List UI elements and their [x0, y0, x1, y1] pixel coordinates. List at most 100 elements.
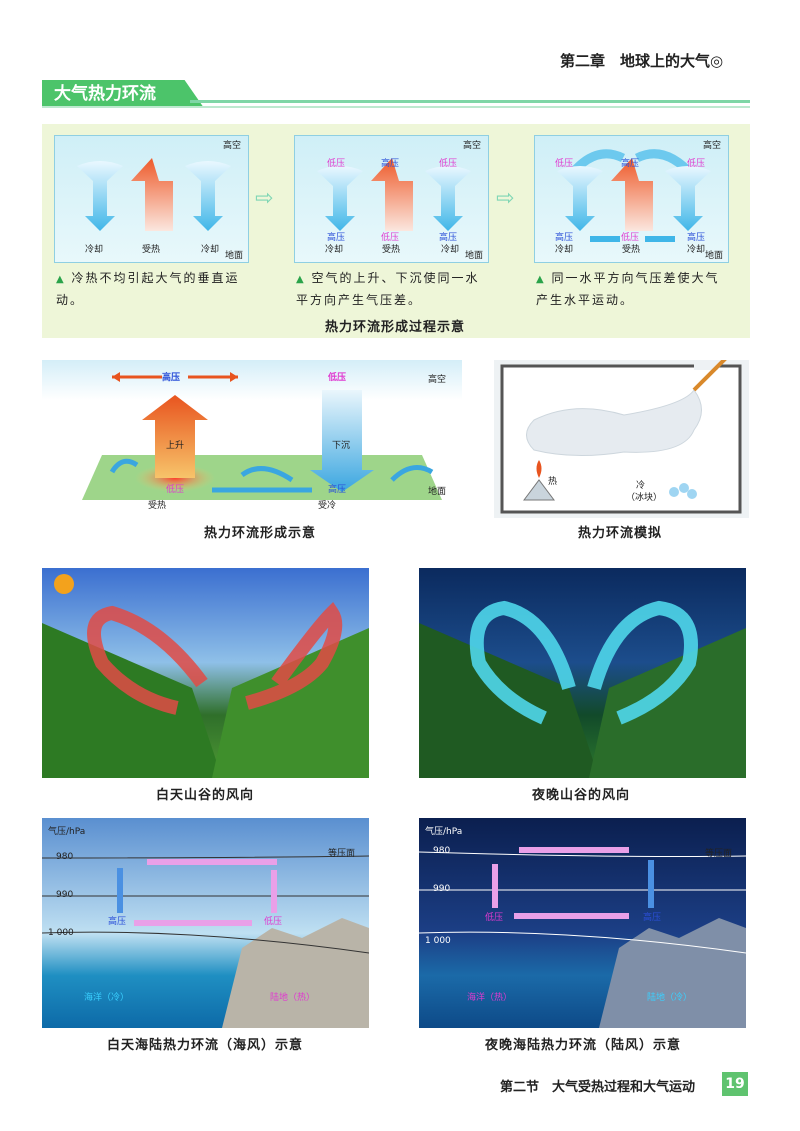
step3-caption: ▲ 同一水平方向气压差使大气产生水平运动。	[536, 268, 728, 310]
simulation-caption: 热力环流模拟	[577, 526, 662, 541]
valley-day-caption: 白天山谷的风向	[155, 788, 254, 803]
step1-label-left: 冷却	[85, 245, 104, 255]
step3-upper-mid: 高压	[621, 159, 640, 169]
sea-night-isobar: 等压面	[705, 849, 733, 859]
step1-diagram: 高空 冷却 受热 冷却 地面	[54, 135, 249, 263]
step2-label-mid: 受热	[382, 245, 401, 255]
step1-label-mid: 受热	[142, 245, 161, 255]
step2-lower-right: 高压	[439, 233, 458, 243]
low-pressure-top: 低压	[328, 373, 347, 383]
page-number: 19	[722, 1072, 748, 1096]
rise-label: 上升	[166, 441, 185, 451]
simulation-diagram: 热 冷 （冰块）	[494, 352, 749, 518]
valley-night-graphic	[419, 576, 746, 778]
circulation-3d-diagram: 高压 低压 高空 上升 下沉 低压 高压 受热 受冷 地面	[42, 360, 462, 520]
top-label: 高空	[428, 375, 447, 385]
heated-label: 受热	[148, 501, 167, 511]
step2-upper-right: 低压	[439, 159, 458, 169]
step2-caption-text: 空气的上升、下沉使同一水平方向产生气压差。	[296, 271, 480, 307]
step2-label-left: 冷却	[325, 245, 344, 255]
sea-day-sea: 海洋（冷）	[84, 993, 130, 1003]
sea-night-low: 低压	[485, 913, 504, 923]
sea-day-low: 低压	[264, 917, 283, 927]
process-caption: 热力环流形成过程示意	[324, 320, 465, 335]
step1-ground-label: 地面	[225, 251, 244, 261]
triangle-icon: ▲	[536, 274, 546, 285]
arrow-right-icon: ⇨	[255, 186, 274, 211]
step3-lower-right: 高压	[687, 233, 706, 243]
header-rule-light	[42, 106, 750, 108]
sea-day-level-990: 990	[56, 890, 74, 900]
step1-label-right: 冷却	[201, 245, 220, 255]
step2-label-right: 冷却	[441, 245, 460, 255]
step2-top-label: 高空	[463, 141, 482, 151]
step3-lower-mid: 低压	[621, 233, 640, 243]
step3-caption-text: 同一水平方向气压差使大气产生水平运动。	[536, 271, 720, 307]
sea-night-graphic	[419, 847, 746, 1028]
sea-night-high: 高压	[643, 913, 662, 923]
cooled-label: 受冷	[318, 501, 337, 511]
valley-night-photo	[419, 568, 746, 778]
valley-night-caption: 夜晚山谷的风向	[531, 788, 630, 803]
sea-night-sea: 海洋（热）	[467, 993, 513, 1003]
circulation-3d-graphic	[42, 360, 462, 500]
step2-upper-mid: 高压	[381, 159, 400, 169]
section-tab: 大气热力环流	[42, 80, 204, 108]
chapter-title: 第二章 地球上的大气◎	[560, 52, 724, 70]
sea-day-high: 高压	[108, 917, 127, 927]
sea-day-photo: 气压/hPa 980 990 1 000 等压面 高压 低压 海洋（冷） 陆地（…	[42, 818, 369, 1028]
sea-night-photo: 气压/hPa 980 990 1 000 等压面 低压 高压 海洋（热） 陆地（…	[419, 818, 746, 1028]
simulation-graphic	[500, 352, 742, 514]
header-rule	[190, 100, 750, 103]
step3-label-mid: 受热	[622, 245, 641, 255]
step2-lower-left: 高压	[327, 233, 346, 243]
sea-day-level-1000: 1 000	[48, 928, 74, 938]
sea-night-level-980: 980	[433, 846, 451, 856]
step2-diagram: 高空 低压 高压 低压 高压 低压 高压 冷却 受热 冷却 地面	[294, 135, 489, 263]
triangle-icon: ▲	[56, 274, 66, 285]
high-pressure-bottom: 高压	[328, 485, 347, 495]
step3-upper-left: 低压	[555, 159, 574, 169]
step3-lower-left: 高压	[555, 233, 574, 243]
step1-caption-text: 冷热不均引起大气的垂直运动。	[56, 271, 240, 307]
sea-day-axis: 气压/hPa	[48, 827, 86, 837]
sea-night-land: 陆地（冷）	[647, 993, 693, 1003]
footer-section-title: 第二节 大气受热过程和大气运动	[500, 1080, 696, 1095]
sea-day-isobar: 等压面	[328, 849, 356, 859]
cold-label: 冷	[636, 481, 646, 491]
sea-day-caption: 白天海陆热力环流（海风）示意	[106, 1038, 303, 1053]
triangle-icon: ▲	[296, 274, 306, 285]
circulation-3d-caption: 热力环流形成示意	[203, 526, 316, 541]
sink-label: 下沉	[332, 441, 351, 451]
sea-night-level-990: 990	[433, 884, 451, 894]
valley-day-photo	[42, 568, 369, 778]
sea-day-land: 陆地（热）	[270, 993, 316, 1003]
step3-label-right: 冷却	[687, 245, 706, 255]
step3-arrows	[557, 149, 711, 242]
sea-night-caption: 夜晚海陆热力环流（陆风）示意	[484, 1038, 681, 1053]
step2-caption: ▲ 空气的上升、下沉使同一水平方向产生气压差。	[296, 268, 488, 310]
ice-label: （冰块）	[626, 493, 663, 503]
step2-ground-label: 地面	[465, 251, 484, 261]
step1-arrows	[77, 158, 231, 231]
arrow-right-icon: ⇨	[496, 186, 515, 211]
sea-day-graphic	[42, 855, 369, 1028]
step3-ground-label: 地面	[705, 251, 724, 261]
step3-top-label: 高空	[703, 141, 722, 151]
sea-day-level-980: 980	[56, 852, 74, 862]
sea-night-axis: 气压/hPa	[425, 827, 463, 837]
ground-label: 地面	[428, 487, 447, 497]
step2-upper-left: 低压	[327, 159, 346, 169]
step3-diagram: 高空 低压 高压 低压 高压 低压 高压 冷却 受热 冷却 地面	[534, 135, 729, 263]
step3-label-left: 冷却	[555, 245, 574, 255]
heat-label: 热	[548, 477, 558, 487]
step2-arrows	[317, 158, 471, 231]
step3-upper-right: 低压	[687, 159, 706, 169]
low-pressure-bottom: 低压	[166, 485, 185, 495]
step1-caption: ▲ 冷热不均引起大气的垂直运动。	[56, 268, 248, 310]
sea-night-level-1000: 1 000	[425, 936, 451, 946]
high-pressure-top: 高压	[162, 373, 181, 383]
step1-top-label: 高空	[223, 141, 242, 151]
step2-lower-mid: 低压	[381, 233, 400, 243]
valley-day-graphic	[42, 574, 369, 778]
